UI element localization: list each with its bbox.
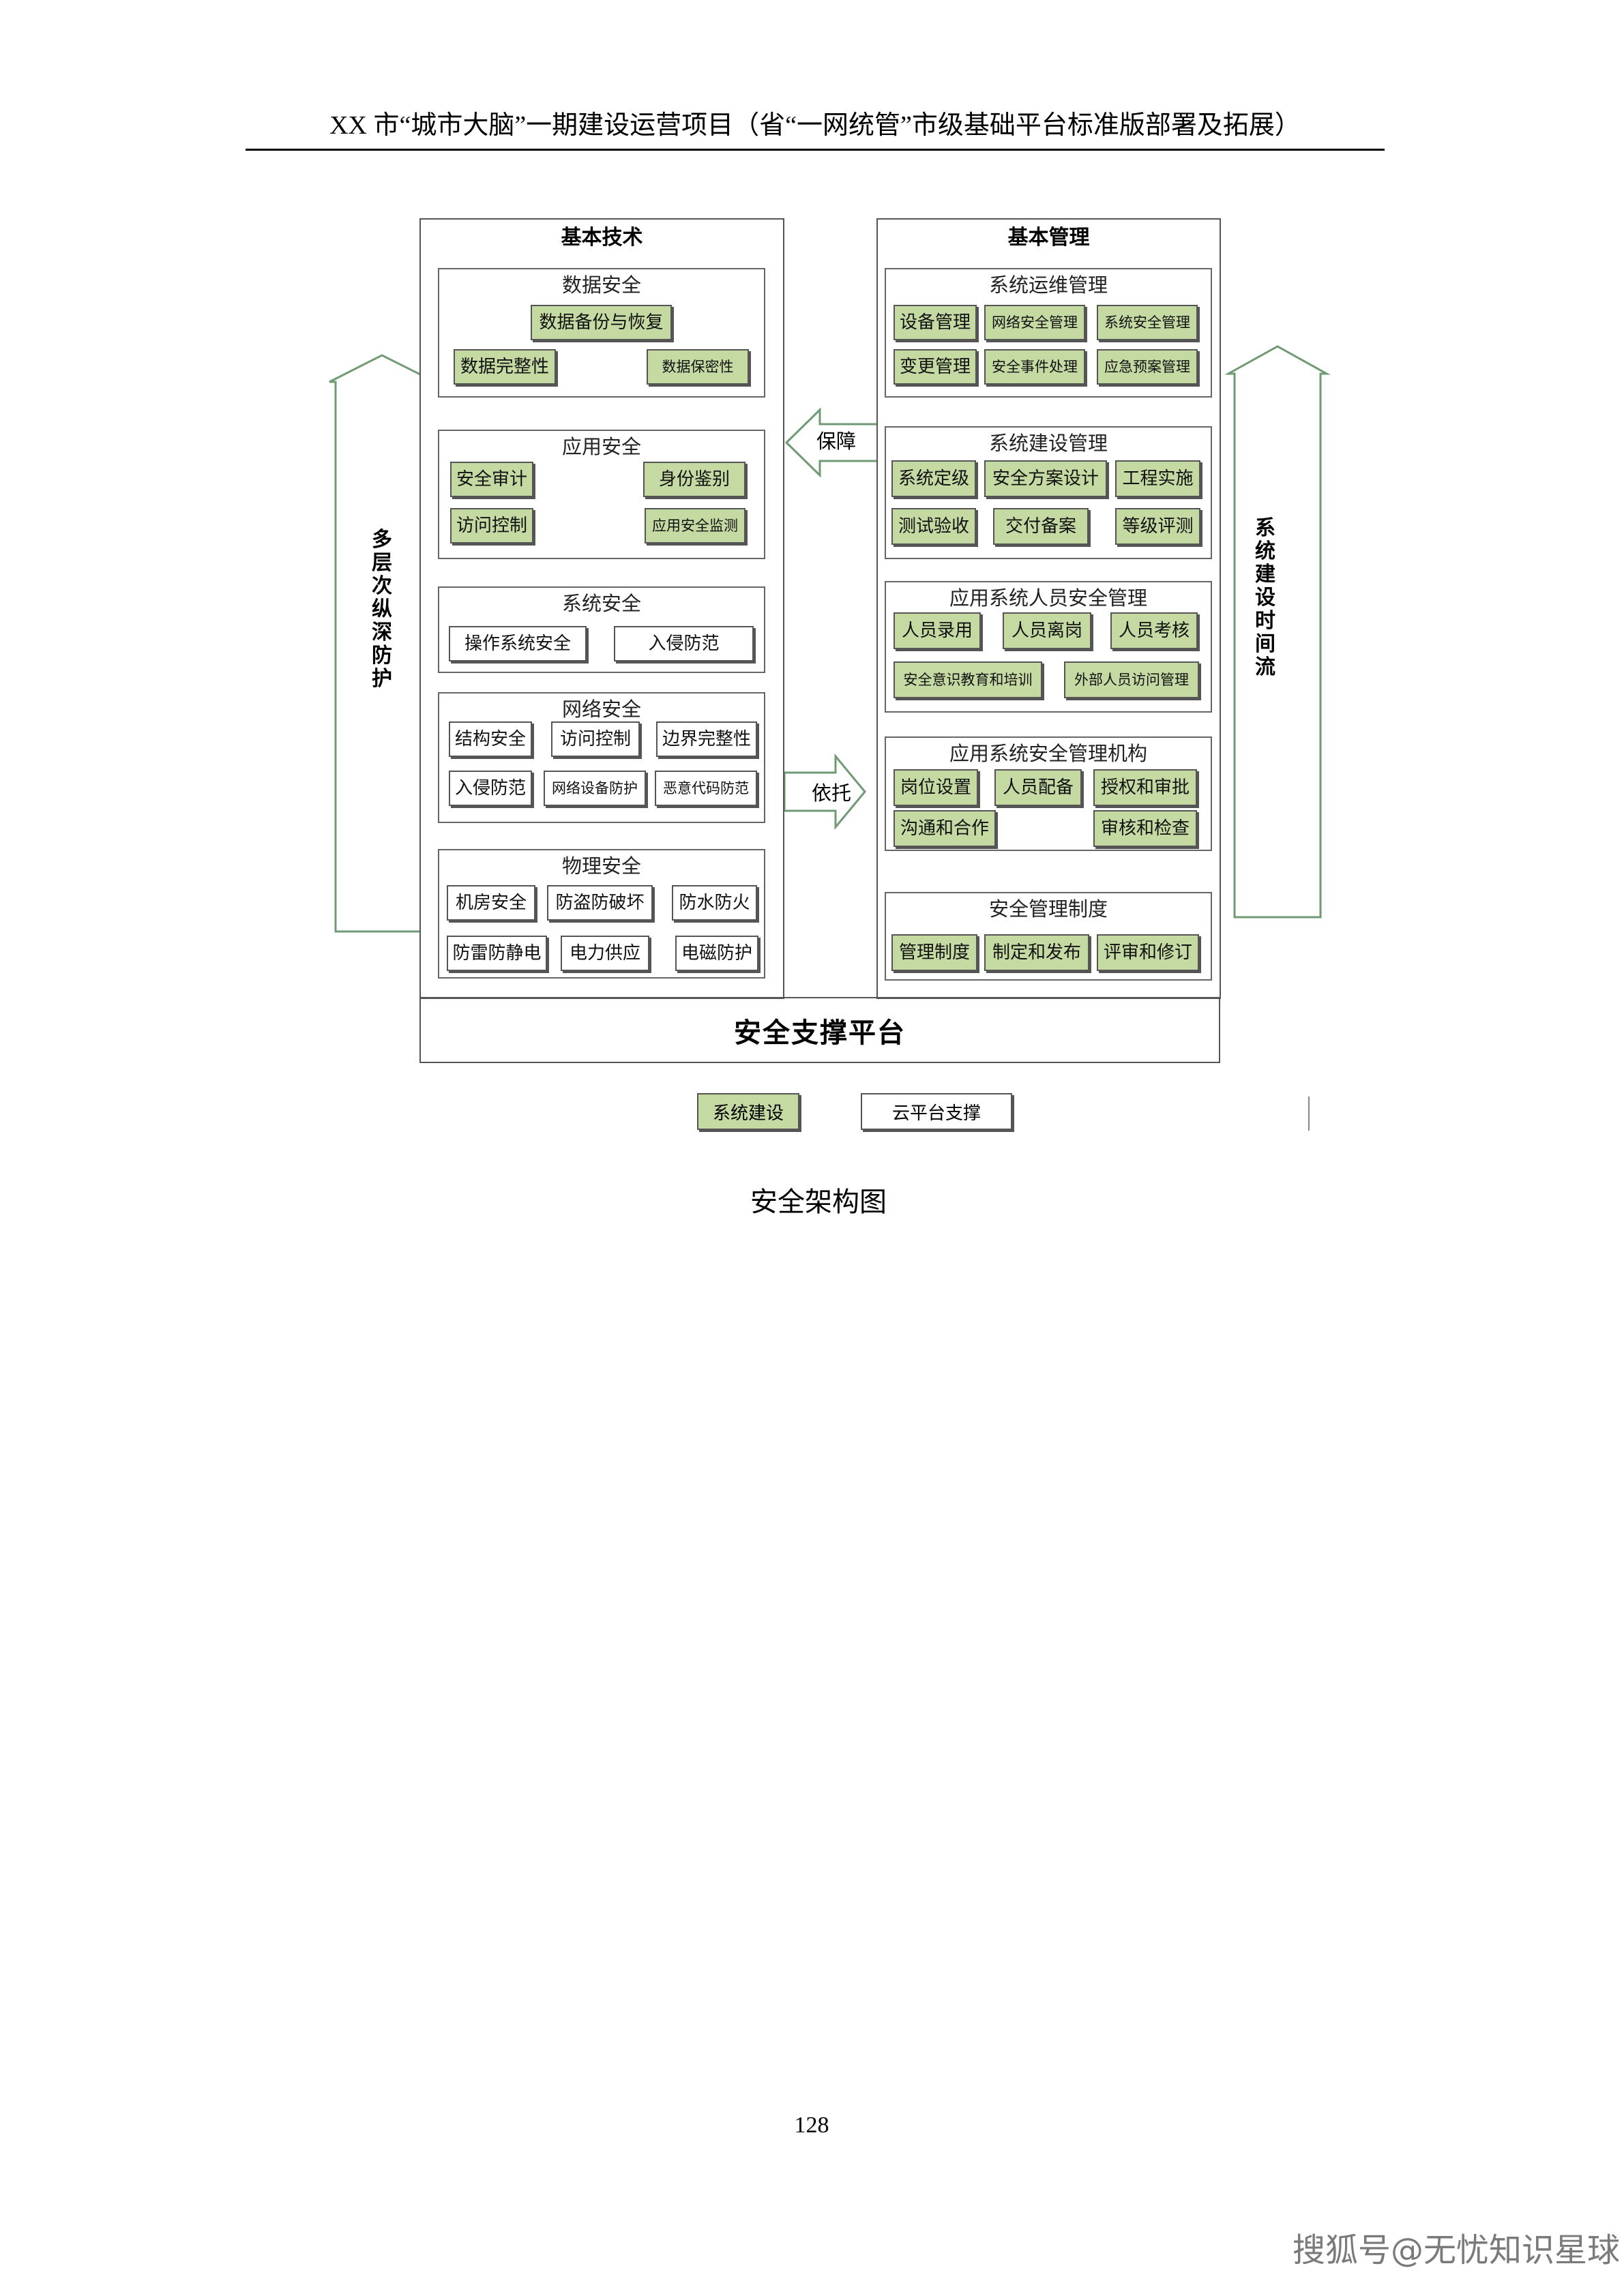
item-security-audit: 安全审计	[450, 462, 533, 497]
item-os-security: 操作系统安全	[449, 626, 587, 661]
item-access-control: 访问控制	[450, 508, 533, 543]
item-boundary-integrity: 边界完整性	[656, 721, 757, 757]
group-title: 网络安全	[561, 698, 641, 721]
group-title: 数据安全	[561, 273, 641, 297]
item-engineering-implementation: 工程实施	[1115, 460, 1200, 497]
item-management-system: 管理制度	[891, 934, 977, 971]
item-staffing: 人员配备	[994, 769, 1082, 806]
header-rule	[246, 149, 1385, 151]
group-title: 系统运维管理	[988, 273, 1108, 297]
legend-cloud-support: 云平台支撑	[861, 1093, 1012, 1130]
guarantee-arrow-left	[784, 407, 879, 478]
item-post-setting: 岗位设置	[894, 769, 978, 806]
group-title: 系统建设管理	[988, 432, 1108, 455]
group-title: 应用安全	[561, 435, 641, 458]
item-level-assessment: 等级评测	[1115, 508, 1200, 545]
item-network-security-management: 网络安全管理	[984, 305, 1085, 340]
item-structure-security: 结构安全	[449, 721, 532, 757]
multilayer-defense-label: 多层次纵深防护	[372, 528, 392, 691]
rely-label: 依托	[812, 781, 852, 805]
group-title: 物理安全	[561, 854, 641, 878]
group-title: 安全管理制度	[988, 897, 1108, 921]
item-server-room-security: 机房安全	[447, 885, 535, 921]
page-number: 128	[794, 2113, 829, 2138]
item-system-grading: 系统定级	[891, 460, 976, 497]
item-emergency-plan-management: 应急预案管理	[1097, 349, 1198, 385]
item-security-solution-design: 安全方案设计	[984, 460, 1107, 497]
item-device-management: 设备管理	[894, 305, 977, 340]
rely-arrow-right	[783, 753, 866, 831]
item-communication-cooperation: 沟通和合作	[894, 810, 996, 847]
group-title: 系统安全	[561, 592, 641, 615]
item-identity-auth: 身份鉴别	[643, 462, 745, 497]
item-data-confidentiality: 数据保密性	[647, 349, 749, 385]
basic-management-title: 基本管理	[1007, 226, 1090, 250]
watermark: 搜狐号@无忧知识星球	[1292, 2231, 1620, 2269]
paragraph-mark	[1308, 1097, 1322, 1131]
item-water-fire-protection: 防水防火	[672, 885, 757, 921]
guarantee-label: 保障	[816, 430, 857, 453]
item-review-revise: 评审和修订	[1097, 934, 1199, 971]
item-audit-inspection: 审核和检查	[1093, 810, 1197, 847]
item-malicious-code-prevention: 恶意代码防范	[655, 771, 757, 806]
item-emi-protection: 电磁防护	[675, 936, 758, 971]
item-security-awareness-training: 安全意识教育和培训	[894, 661, 1042, 698]
item-personnel-assessment: 人员考核	[1110, 612, 1198, 649]
item-security-incident-handling: 安全事件处理	[984, 349, 1085, 385]
group-title: 应用系统人员安全管理	[949, 586, 1147, 610]
item-delivery-filing: 交付备案	[993, 508, 1089, 545]
document-header: XX 市“城市大脑”一期建设运营项目（省“一网统管”市级基础平台标准版部署及拓展…	[329, 111, 1301, 140]
item-net-access-control: 访问控制	[551, 721, 640, 757]
item-anti-theft: 防盗防破坏	[547, 885, 653, 921]
right-up-arrow	[1224, 345, 1331, 919]
item-net-intrusion-prevention: 入侵防范	[449, 771, 532, 806]
item-lightning-static: 防雷防静电	[447, 936, 547, 971]
item-external-personnel-access: 外部人员访问管理	[1064, 661, 1199, 698]
security-support-platform: 安全支撑平台	[419, 997, 1220, 1063]
item-app-security-monitor: 应用安全监测	[645, 508, 745, 543]
basic-technology-title: 基本技术	[561, 226, 643, 250]
group-title: 应用系统安全管理机构	[949, 742, 1147, 765]
item-network-device-protection: 网络设备防护	[544, 771, 646, 806]
item-formulate-publish: 制定和发布	[984, 934, 1089, 971]
legend-system-build: 系统建设	[697, 1093, 799, 1130]
item-personnel-departure: 人员离岗	[1003, 612, 1091, 649]
item-data-backup-restore: 数据备份与恢复	[531, 305, 672, 340]
item-data-integrity: 数据完整性	[454, 349, 556, 385]
item-power-supply: 电力供应	[561, 936, 649, 971]
item-personnel-hiring: 人员录用	[894, 612, 981, 649]
item-change-management: 变更管理	[894, 349, 977, 385]
item-intrusion-prevention: 入侵防范	[614, 626, 754, 661]
build-timeline-label: 系统建设时间流	[1255, 516, 1275, 679]
item-system-security-management: 系统安全管理	[1097, 305, 1198, 340]
figure-caption: 安全架构图	[750, 1187, 887, 1217]
item-test-acceptance: 测试验收	[891, 508, 976, 545]
item-authorization-approval: 授权和审批	[1093, 769, 1197, 806]
